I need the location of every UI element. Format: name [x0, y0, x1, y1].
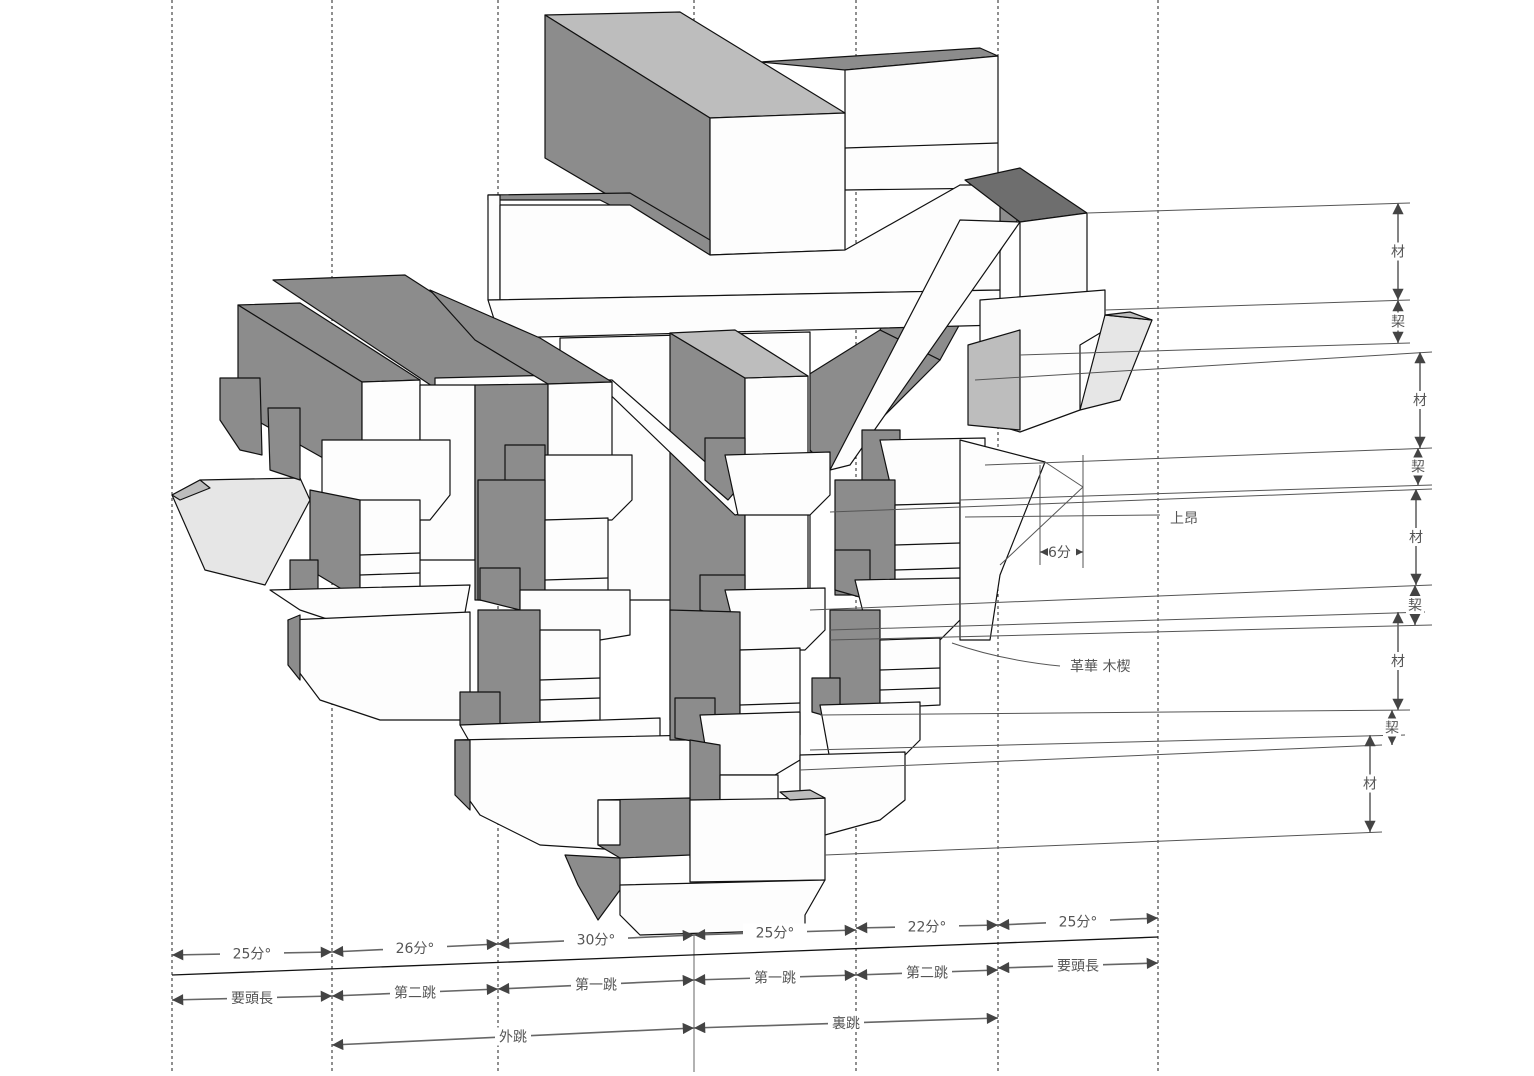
center-left-bracket-arms: [454, 444, 701, 851]
right-bracket-arms: [799, 429, 1046, 836]
vertical-dimension-label: 栔: [1411, 460, 1425, 476]
total-dimension-label: 裏跳: [832, 1015, 860, 1032]
extension-line: [984, 447, 1433, 466]
extension-line: [1019, 342, 1411, 356]
vertical-dimension-label: 材: [1391, 245, 1405, 261]
measure-dimension-label: 25分°: [1059, 915, 1098, 931]
segment-dimension-label: 要頭長: [1057, 959, 1099, 975]
label-bg: [1409, 457, 1427, 476]
segment-dimension-label: 第二跳: [394, 985, 436, 1002]
vertical-dimension-label: 材: [1413, 393, 1427, 409]
label-bg: [895, 917, 959, 936]
label-bg: [1407, 528, 1425, 546]
measure-dimension-label: 26分°: [396, 941, 435, 957]
extension-line: [824, 831, 1383, 856]
extension-line: [819, 709, 1411, 716]
callout-offset: 6分: [1048, 545, 1071, 561]
label-bg: [220, 944, 284, 963]
segment-dimension-label: 第一跳: [754, 970, 796, 987]
extension-line: [1086, 202, 1411, 214]
baseline: [171, 936, 1159, 976]
label-bg: [383, 939, 447, 957]
vertical-dimension-label: 栔: [1385, 721, 1399, 737]
label-bg: [1411, 391, 1429, 409]
label-bg: [1383, 718, 1401, 737]
callouts: 上昂 6分 革華 木楔: [951, 455, 1198, 675]
label-bg: [1389, 312, 1407, 331]
label-bg: [1406, 596, 1424, 614]
extension-line: [829, 624, 1433, 641]
label-bg: [902, 963, 952, 982]
extension-line: [829, 611, 1426, 631]
measure-dimension-label: 22分°: [908, 920, 947, 936]
segment-dimension-label: 第一跳: [575, 977, 617, 994]
left-bracket-arms: [219, 377, 471, 721]
label-bg: [1389, 242, 1407, 261]
vertical-dimension-label: 栔: [1408, 598, 1422, 614]
bottom-cap-block: [564, 789, 826, 936]
callout-wedge: 革華 木楔: [1070, 659, 1130, 675]
extension-line: [809, 584, 1433, 611]
label-bg: [828, 1014, 864, 1032]
label-bg: [1053, 956, 1103, 975]
bracket-model: [171, 11, 1153, 936]
extension-line: [959, 484, 1433, 501]
label-bg: [1046, 912, 1110, 931]
label-bg: [571, 975, 621, 994]
extension-line: [799, 744, 1383, 771]
vertical-dimension-label: 材: [1391, 654, 1405, 670]
extension-line: [809, 734, 1406, 751]
label-bg: [1361, 774, 1379, 793]
horizontal-dimensions: 25分°26分°30分°25分°22分°25分°要頭長第二跳第一跳第一跳第二跳要…: [171, 912, 1159, 1051]
label-bg: [564, 930, 628, 949]
vertical-dimension-label: 栔: [1391, 315, 1405, 331]
label-bg: [495, 1027, 531, 1046]
vertical-dimension-label: 材: [1363, 777, 1377, 793]
segment-dimension-label: 第二跳: [906, 965, 948, 982]
measure-dimension-label: 25分°: [756, 926, 795, 942]
label-bg: [1389, 652, 1407, 670]
measure-dimension-label: 25分°: [233, 947, 272, 963]
segment-dimension-label: 要頭長: [231, 991, 273, 1007]
vertical-dimension-label: 材: [1409, 530, 1423, 546]
extension-lines: [799, 202, 1433, 856]
label-bg: [227, 989, 277, 1007]
label-bg: [390, 983, 440, 1002]
extension-line: [1104, 299, 1411, 311]
extension-line: [974, 351, 1433, 381]
label-bg: [750, 968, 800, 987]
callout-upper-ang: 上昂: [1170, 511, 1198, 527]
extension-line: [829, 488, 1433, 513]
total-dimension-label: 外跳: [499, 1030, 527, 1046]
measure-dimension-label: 30分°: [577, 933, 616, 949]
label-bg: [743, 923, 807, 942]
